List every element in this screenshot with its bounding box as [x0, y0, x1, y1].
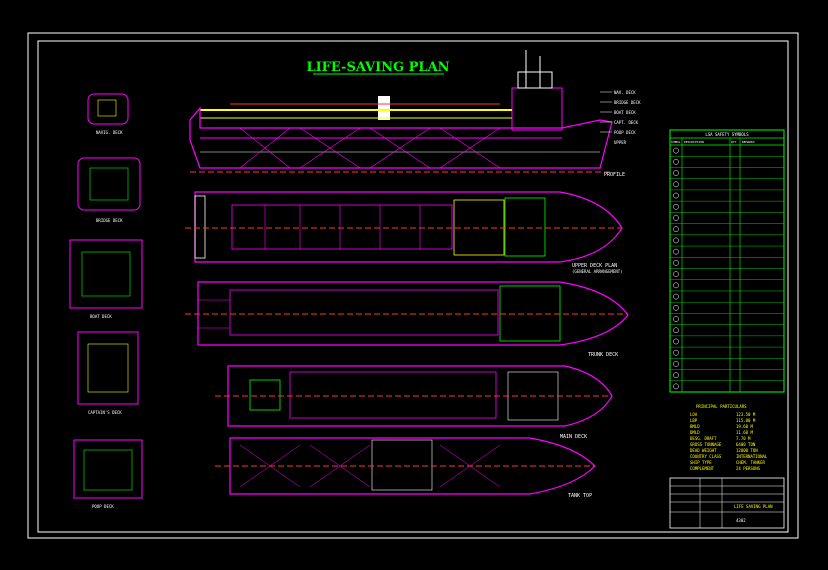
particular-value: 12800 TON — [736, 448, 758, 453]
legend-symbol-icon — [673, 192, 679, 199]
upper-deck-plan: UPPER DECK PLAN (GENERAL ARRANGEMENT) — [185, 191, 623, 274]
legend-symbol-icon — [673, 226, 679, 233]
legend-symbol-icon — [673, 158, 679, 165]
title-block-name: LIFE SAVING PLAN — [734, 504, 773, 509]
outer-frame — [27, 32, 799, 539]
tank-top-label: TANK TOP — [568, 493, 592, 499]
particular-label: BMLD — [690, 424, 700, 429]
main-deck-label: MAIN DECK — [560, 434, 587, 440]
side-label-captain: CAPTAIN'S DECK — [88, 410, 122, 415]
legend-symbol-icon — [673, 282, 679, 289]
particulars-title: PRINCIPAL PARTICULARS — [696, 404, 747, 409]
particular-value: 115.00 M — [736, 418, 756, 423]
title-block: LIFE SAVING PLAN 4302 — [669, 477, 785, 529]
legend-header-qty: QTY — [731, 140, 737, 144]
tag-capt: CAPT. DECK — [614, 120, 639, 125]
legend-header-description: DESCRIPTION — [684, 140, 704, 144]
particular-label: LBP — [690, 418, 698, 423]
particulars-rows: LOA 123.50 M LBP 115.00 M BMLD 19.60 M DMLD 11.… — [690, 412, 768, 471]
legend-symbol-icon — [673, 170, 679, 176]
particular-value: INTERNATIONAL — [736, 454, 768, 459]
side-deck-plans: NAVIG. DECK BRIDGE DECK BOAT DECK CAPTAI… — [69, 93, 143, 509]
legend-symbol-icon — [673, 203, 679, 210]
side-label-bridge: BRIDGE DECK — [96, 218, 123, 223]
legend-table: LSA SAFETY SYMBOLS SYMBOL DESCRIPTION QT… — [669, 129, 785, 393]
legend-symbol-icon — [673, 248, 679, 255]
tag-bridge: BRIDGE DECK — [614, 100, 641, 105]
particular-label: COMPLEMENT — [690, 466, 715, 471]
particular-value: 24 PERSONS — [736, 466, 761, 471]
legend-symbol-icon — [673, 338, 679, 345]
legend-symbol-icon — [673, 349, 679, 356]
side-label-poop: POOP DECK — [92, 504, 114, 509]
tag-nav: NAV. DECK — [614, 90, 636, 95]
legend-symbol-icon — [673, 237, 679, 244]
profile-view: PROFILE — [189, 50, 625, 178]
legend-symbol-icon — [673, 316, 679, 322]
trunk-deck-label: TRUNK DECK — [588, 352, 618, 358]
particular-label: LOA — [690, 412, 698, 417]
particular-value: 7.70 M — [736, 436, 751, 441]
trunk-deck-plan: TRUNK DECK — [185, 281, 629, 358]
particular-label: GROSS TONNAGE — [690, 442, 722, 447]
deck-level-tags: NAV. DECK BRIDGE DECK BOAT DECK CAPT. DE… — [600, 90, 641, 145]
legend-symbol-icon — [673, 304, 679, 311]
title-block-doc-no: 4302 — [736, 518, 746, 523]
particular-value: CHEM. TANKER — [736, 460, 765, 465]
upper-deck-label: UPPER DECK PLAN — [572, 263, 617, 269]
upper-deck-sublabel: (GENERAL ARRANGEMENT) — [572, 269, 623, 274]
legend-symbol-icon — [673, 271, 679, 277]
tag-poop: POOP DECK — [614, 130, 636, 135]
legend-header-symbol: SYMBOL — [671, 140, 681, 144]
particular-label: DMLD — [690, 430, 700, 435]
inner-frame — [37, 40, 789, 533]
side-label-nav: NAVIG. DECK — [96, 130, 123, 135]
particular-value: 19.60 M — [736, 424, 753, 429]
particular-label: DESG. DRAFT — [690, 436, 717, 441]
legend-rows — [670, 147, 784, 393]
particular-label: DEAD WEIGHT — [690, 448, 717, 453]
legend-header-remarks: REMARKS — [742, 140, 755, 144]
particular-label: COUNTRY CLASS — [690, 454, 722, 459]
legend-title: LSA SAFETY SYMBOLS — [705, 132, 749, 137]
tank-top-plan: TANK TOP — [215, 437, 596, 499]
legend-symbol-icon — [673, 181, 679, 188]
tag-boat: BOAT DECK — [614, 110, 636, 115]
side-label-boat: BOAT DECK — [90, 314, 112, 319]
tag-upper: UPPER — [614, 140, 627, 145]
particular-label: SHIP TYPE — [690, 460, 712, 465]
main-deck-plan: MAIN DECK — [215, 365, 613, 440]
legend-symbol-icon — [673, 361, 679, 367]
legend-symbol-icon — [673, 147, 679, 154]
particular-value: 6400 TON — [736, 442, 756, 447]
legend-symbol-icon — [673, 383, 679, 390]
particular-value: 123.50 M — [736, 412, 756, 417]
profile-label: PROFILE — [604, 172, 625, 178]
principal-particulars: PRINCIPAL PARTICULARS LOA 123.50 M LBP 115.… — [690, 404, 768, 471]
legend-symbol-icon — [673, 293, 679, 300]
particular-value: 11.60 M — [736, 430, 753, 435]
legend-symbol-icon — [673, 327, 679, 334]
legend-symbol-icon — [673, 372, 679, 379]
legend-symbol-icon — [673, 260, 679, 266]
drawing-title: LIFE-SAVING PLAN — [306, 60, 449, 75]
legend-symbol-icon — [673, 215, 679, 221]
